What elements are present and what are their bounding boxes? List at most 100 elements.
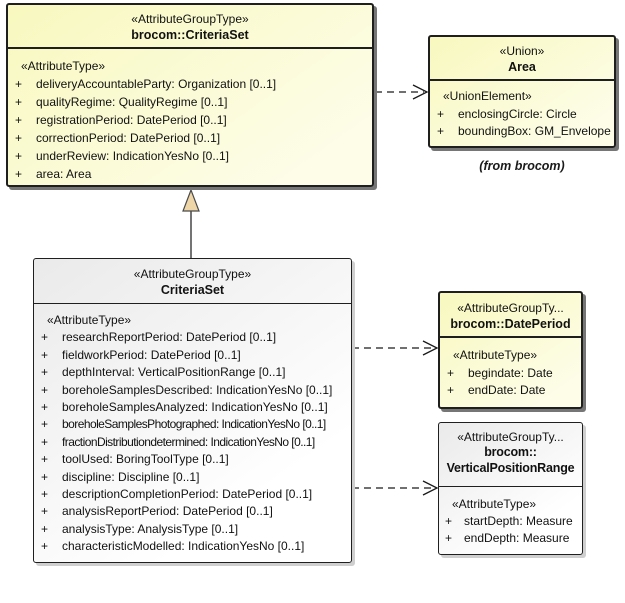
attribute-section-stereotype: «UnionElement» — [443, 89, 532, 103]
dependency-arrow-to-verticalpositionrange — [352, 480, 439, 496]
class-name-line1: brocom:: — [484, 445, 537, 459]
attribute-text: underReview: IndicationYesNo [0..1] — [36, 149, 230, 163]
stereotype-label: «AttributeGroupTy... — [457, 430, 564, 444]
visibility-sign: + — [15, 113, 23, 127]
visibility-sign: + — [41, 469, 49, 484]
visibility-sign: + — [15, 149, 23, 163]
attribute-row: + correctionPeriod: DatePeriod [0..1] — [8, 129, 372, 147]
attribute-text: fieldworkPeriod: DatePeriod [0..1] — [62, 347, 241, 362]
visibility-sign: + — [15, 131, 23, 145]
visibility-sign: + — [41, 539, 49, 554]
attribute-row: + analysisType: AnalysisType [0..1] — [34, 521, 351, 538]
stereotype-label: «AttributeGroupType» — [133, 267, 252, 281]
attribute-text: analysisType: AnalysisType [0..1] — [62, 521, 239, 536]
generalization-arrow-to-brocom-criteriaset — [182, 188, 200, 258]
attribute-text: toolUsed: BoringToolType [0..1] — [62, 452, 229, 467]
visibility-sign: + — [447, 365, 455, 380]
attribute-row: + boreholeSamplesAnalyzed: IndicationYesN… — [34, 399, 351, 416]
visibility-sign: + — [41, 504, 49, 519]
attribute-text: area: Area — [36, 167, 92, 181]
visibility-sign: + — [41, 417, 49, 432]
attribute-text: boreholeSamplesAnalyzed: IndicationYesNo… — [62, 400, 328, 415]
attribute-row: + toolUsed: BoringToolType [0..1] — [34, 451, 351, 468]
attribute-section-stereotype: «AttributeType» — [453, 348, 538, 362]
attribute-text: startDepth: Measure — [464, 514, 573, 528]
visibility-sign: + — [445, 514, 453, 528]
attribute-text: qualityRegime: QualityRegime [0..1] — [36, 95, 228, 109]
class-header: «AttributeGroupType» CriteriaSet — [34, 259, 351, 304]
stereotype-label: «AttributeGroupType» — [131, 12, 249, 26]
attribute-row: +endDate: Date — [440, 382, 581, 400]
attribute-row: + fieldworkPeriod: DatePeriod [0..1] — [34, 347, 351, 364]
generalization-triangle-icon — [182, 188, 200, 212]
visibility-sign: + — [41, 487, 49, 502]
attribute-row: + boreholeSamplesDescribed: IndicationYes… — [34, 382, 351, 399]
class-header: «AttributeGroupTy... brocom:: VerticalPo… — [439, 423, 582, 487]
attribute-text: registrationPeriod: DatePeriod [0..1] — [36, 113, 227, 127]
class-box-area: «Union» Area «UnionElement» + enclosingCi… — [428, 35, 616, 148]
dependency-arrow-to-dateperiod — [352, 340, 439, 356]
attribute-text: boundingBox: GM_Envelope — [458, 124, 611, 138]
attribute-text: boreholeSamplesDescribed: IndicationYesN… — [62, 382, 333, 397]
visibility-sign: + — [41, 347, 49, 362]
visibility-sign: + — [41, 521, 49, 536]
attribute-row: + researchReportPeriod: DatePeriod [0..1] — [34, 329, 351, 346]
attribute-row: + area: Area — [8, 165, 372, 183]
visibility-sign: + — [445, 531, 453, 545]
open-arrowhead-icon — [422, 340, 439, 356]
attribute-text: descriptionCompletionPeriod: DatePeriod … — [62, 487, 313, 502]
dependency-arrow-to-area — [375, 84, 429, 100]
attribute-row: + depthInterval: VerticalPositionRange [0… — [34, 364, 351, 381]
attribute-row: + characteristicModelled: IndicationYesNo… — [34, 538, 351, 555]
attribute-text: discipline: Discipline [0..1] — [62, 469, 200, 484]
attribute-text: deliveryAccountableParty: Organization [… — [36, 77, 277, 91]
attribute-row: + registrationPeriod: DatePeriod [0..1] — [8, 111, 372, 129]
attribute-text: begindate: Date — [468, 365, 553, 380]
class-header: «AttributeGroupTy... brocom::DatePeriod — [440, 293, 581, 338]
attribute-text: fractionDistributiondetermined: Indicati… — [62, 434, 315, 449]
class-box-brocom-criteriaset: «AttributeGroupType» brocom::CriteriaSet… — [6, 3, 374, 187]
attribute-text: correctionPeriod: DatePeriod [0..1] — [36, 131, 221, 145]
stereotype-label: «Union» — [499, 44, 545, 58]
attribute-row: + descriptionCompletionPeriod: DatePeriod… — [34, 486, 351, 503]
attribute-text: enclosingCircle: Circle — [458, 106, 577, 121]
visibility-sign: + — [437, 106, 445, 121]
class-name: brocom::DatePeriod — [450, 317, 571, 331]
from-package-caption: (from brocom) — [479, 159, 565, 173]
visibility-sign: + — [41, 434, 49, 449]
attribute-row: + fractionDistributiondetermined: Indicat… — [34, 434, 351, 451]
attribute-row: + discipline: Discipline [0..1] — [34, 469, 351, 486]
attribute-section-stereotype: «AttributeType» — [452, 497, 537, 511]
open-arrowhead-icon — [422, 480, 439, 496]
visibility-sign: + — [41, 330, 49, 345]
attribute-row: + enclosingCircle: Circle — [430, 106, 614, 124]
attribute-text: depthInterval: VerticalPositionRange [0.… — [62, 365, 286, 380]
attribute-row: + analysisReportPeriod: DatePeriod [0..1] — [34, 503, 351, 520]
visibility-sign: + — [15, 167, 23, 181]
attribute-row: + deliveryAccountableParty: Organization … — [8, 75, 372, 93]
visibility-sign: + — [41, 452, 49, 467]
class-box-brocom-verticalpositionrange: «AttributeGroupTy... brocom:: VerticalPo… — [438, 422, 583, 555]
attribute-text: endDate: Date — [468, 383, 546, 397]
class-box-criteriaset: «AttributeGroupType» CriteriaSet «Attrib… — [33, 258, 352, 563]
attribute-row: + underReview: IndicationYesNo [0..1] — [8, 147, 372, 165]
attributes-compartment: «AttributeType» + begindate: Date +endDat… — [440, 338, 581, 400]
class-box-brocom-dateperiod: «AttributeGroupTy... brocom::DatePeriod … — [438, 291, 583, 409]
attributes-compartment: «AttributeType» +startDepth: Measure +en… — [439, 487, 582, 547]
attribute-text: analysisReportPeriod: DatePeriod [0..1] — [62, 504, 273, 519]
class-name: Area — [508, 60, 536, 74]
visibility-sign: + — [15, 77, 23, 91]
attribute-section-stereotype: «AttributeType» — [21, 59, 106, 73]
visibility-sign: + — [41, 400, 49, 415]
attribute-text: researchReportPeriod: DatePeriod [0..1] — [62, 330, 277, 345]
attribute-section-stereotype: «AttributeType» — [47, 313, 132, 327]
attribute-text: characteristicModelled: IndicationYesNo … — [62, 539, 305, 554]
visibility-sign: + — [41, 365, 49, 380]
visibility-sign: + — [437, 124, 445, 138]
visibility-sign: + — [41, 382, 49, 397]
attributes-compartment: «UnionElement» +enclosingCircle: Circle … — [430, 81, 614, 141]
class-name: brocom::CriteriaSet — [131, 28, 249, 42]
attributes-compartment: «AttributeType» + deliveryAccountablePart… — [8, 49, 372, 183]
